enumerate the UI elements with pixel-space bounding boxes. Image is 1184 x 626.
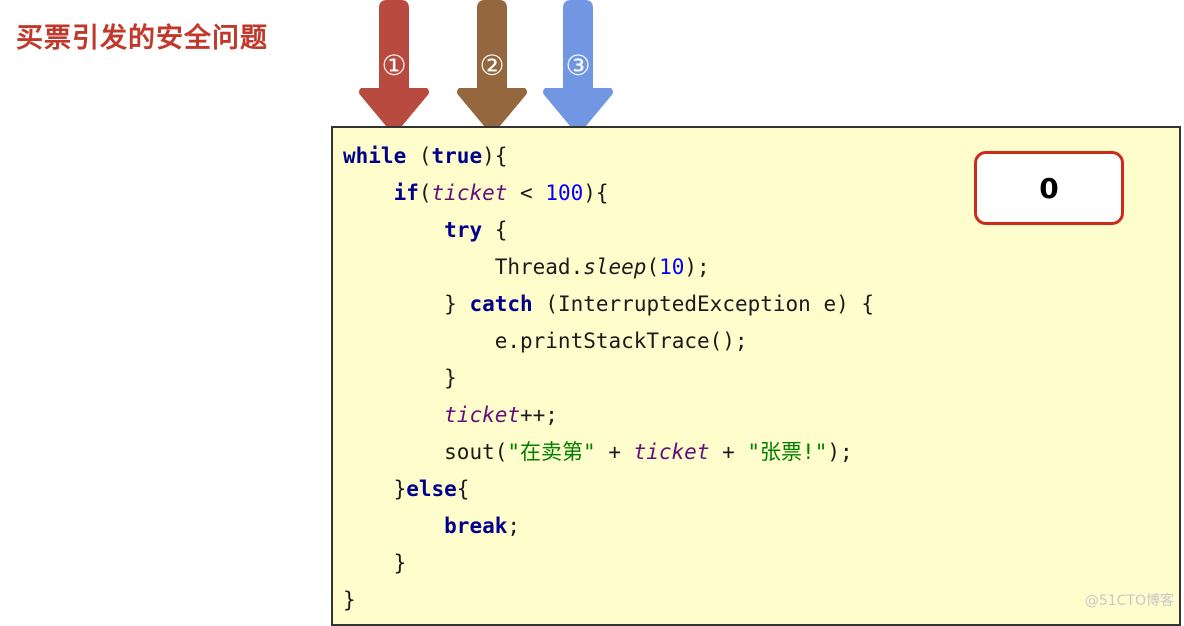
number-literal: 100 (545, 181, 584, 205)
keyword: try (444, 218, 483, 242)
thread-number: ① (381, 49, 407, 82)
thread-arrow-2: ② (455, 0, 529, 138)
watermark: @51CTO博客 (1084, 593, 1174, 609)
slide-title: 买票引发的安全问题 (16, 23, 268, 54)
method-sleep: sleep (583, 255, 647, 279)
field-ticket: ticket (444, 403, 521, 427)
string-literal: "张票!" (747, 440, 828, 464)
down-arrow-icon (457, 0, 527, 134)
field-ticket: ticket (431, 181, 508, 205)
keyword: if (393, 181, 419, 205)
down-arrow-icon (543, 0, 613, 134)
keyword: catch (469, 292, 533, 316)
print-stack-call: e.printStackTrace(); (494, 329, 748, 353)
thread-arrow-1: ① (357, 0, 431, 138)
field-ticket: ticket (633, 440, 710, 464)
counter-value: 0 (1039, 171, 1059, 205)
down-arrow-icon (359, 0, 429, 134)
ticket-counter: 0 (974, 151, 1124, 225)
thread-arrow-3: ③ (541, 0, 615, 138)
string-literal: "在卖第" (507, 440, 596, 464)
thread-number: ② (479, 49, 505, 82)
sout-call: sout( (444, 440, 508, 464)
number-literal: 10 (659, 255, 685, 279)
class-ref: Thread. (494, 255, 584, 279)
keyword: true (431, 144, 483, 168)
exception-param: (InterruptedException e) { (545, 292, 875, 316)
keyword: else (406, 477, 457, 501)
thread-number: ③ (565, 49, 591, 82)
keyword: while (343, 144, 407, 168)
code-text: while (true){ if(ticket < 100){ try { Th… (343, 144, 875, 612)
keyword: break (444, 514, 508, 538)
